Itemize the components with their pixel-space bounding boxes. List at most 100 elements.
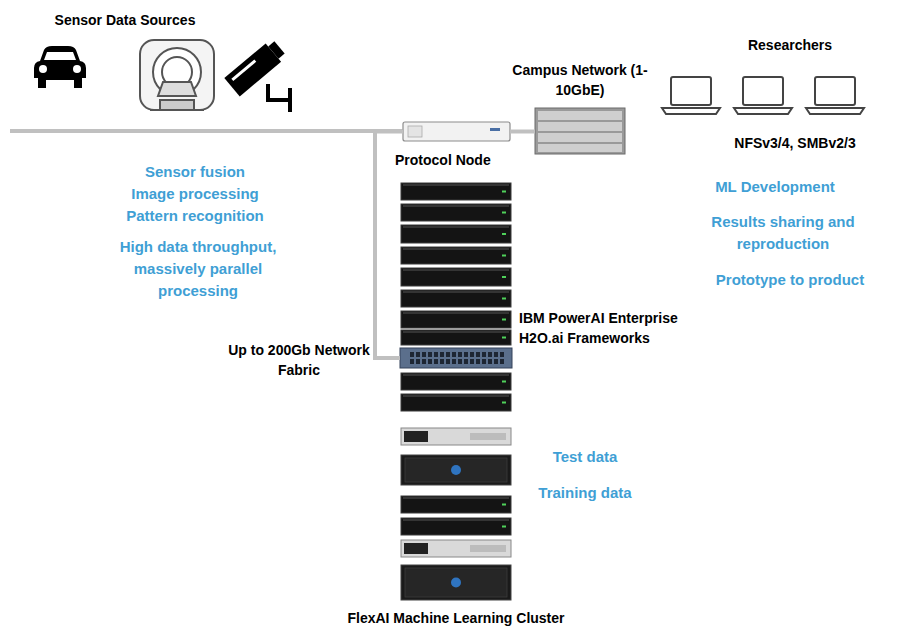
switch-port: [464, 359, 468, 364]
use-case: Pattern recognition: [110, 205, 280, 227]
controller-panel: [404, 543, 428, 554]
switch-port: [452, 352, 456, 357]
server-unit: [401, 247, 511, 264]
switch-port: [434, 352, 438, 357]
server-bezel: [403, 498, 509, 499]
switch-port: [488, 359, 492, 364]
software-label: IBM PowerAI Enterprise: [519, 308, 739, 328]
server-unit: [401, 268, 511, 286]
switch-port: [434, 359, 438, 364]
server-unit: [401, 518, 511, 535]
switch-port: [452, 359, 456, 364]
use-case: Sensor fusion: [110, 161, 280, 183]
server-unit: [401, 496, 511, 513]
laptop-icons: [662, 77, 864, 114]
server-unit: [401, 311, 511, 328]
storage-controller: [401, 540, 511, 557]
switch-port: [470, 359, 474, 364]
use-case: Image processing: [110, 183, 280, 205]
switch-port: [428, 359, 432, 364]
status-led: [502, 526, 506, 528]
status-led: [502, 255, 506, 257]
server-bezel: [403, 206, 509, 207]
switch-port: [410, 359, 414, 364]
server-bezel: [403, 313, 509, 314]
protocol-node: Protocol Node: [403, 122, 510, 141]
software-label: H2O.ai Frameworks: [519, 328, 739, 348]
server-unit: [401, 373, 511, 390]
switch-port: [464, 352, 468, 357]
switch-port: [410, 352, 414, 357]
use-case: Results sharing and reproduction: [683, 211, 883, 255]
storage-enclosure: [401, 565, 511, 600]
enclosure-logo: [451, 465, 461, 475]
status-led: [502, 402, 506, 404]
server-bezel: [403, 292, 509, 293]
status-led: [502, 212, 506, 214]
enclosure-logo: [451, 578, 461, 588]
data-label: Training data: [520, 482, 650, 504]
status-led: [502, 337, 506, 339]
switch-port: [500, 359, 504, 364]
switch-port: [446, 359, 450, 364]
status-led: [502, 504, 506, 506]
server-bezel: [403, 185, 509, 186]
switch-port: [500, 352, 504, 357]
server-unit: [401, 225, 511, 243]
status-led: [502, 191, 506, 193]
node-label: Campus Network (1-10GbE): [500, 60, 660, 100]
switch-port: [422, 352, 426, 357]
status-led: [502, 381, 506, 383]
switch-port: [428, 352, 432, 357]
switch-port: [416, 352, 420, 357]
status-led: [502, 233, 506, 235]
server-unit: [401, 290, 511, 307]
controller-panel: [404, 431, 428, 442]
server-unit: [401, 330, 511, 345]
node-label: FlexAI Machine Learning Cluster: [300, 608, 612, 628]
car-icon: [34, 46, 86, 88]
bus-line: [10, 129, 404, 133]
section-heading: Researchers: [720, 35, 860, 55]
switch-port: [488, 352, 492, 357]
server-bezel: [403, 332, 509, 333]
fabric-switch: [400, 348, 512, 368]
ml-cluster: FlexAI Machine Learning Cluster: [400, 183, 512, 601]
switch-port: [476, 359, 480, 364]
mri-scanner-icon: [140, 40, 214, 110]
controller-vent: [470, 545, 506, 552]
switch-port: [470, 352, 474, 357]
status-led: [502, 298, 506, 300]
switch-port: [458, 359, 462, 364]
switch-port: [422, 359, 426, 364]
fabric-label: Up to 200Gb Network Fabric: [228, 340, 370, 380]
storage-enclosure: [401, 455, 511, 485]
server-bezel: [403, 375, 509, 376]
switch-port: [458, 352, 462, 357]
server-bezel: [403, 396, 509, 397]
use-case: High data throughput, massively parallel…: [100, 236, 296, 302]
status-led: [502, 319, 506, 321]
switch-port: [416, 359, 420, 364]
server-unit: [401, 183, 511, 200]
drive-bay: [405, 458, 507, 482]
server-rack: [400, 183, 512, 600]
use-case: ML Development: [690, 176, 860, 198]
protocol-label: NFSv3/4, SMBv2/3: [700, 133, 890, 153]
controller-vent: [470, 433, 506, 440]
network-switch: Campus Network (1-10GbE): [535, 108, 625, 154]
switch-port: [440, 352, 444, 357]
status-led: [502, 276, 506, 278]
network-link: [510, 130, 535, 134]
server-bezel: [403, 227, 509, 228]
switch-port: [494, 359, 498, 364]
use-case: Prototype to product: [690, 269, 890, 291]
protocol-node-device: [403, 122, 510, 141]
drive-bay: [405, 568, 507, 597]
server-bezel: [403, 270, 509, 271]
section-heading: Sensor Data Sources: [25, 10, 225, 30]
server-bezel: [403, 520, 509, 521]
storage-controller: [401, 428, 511, 445]
